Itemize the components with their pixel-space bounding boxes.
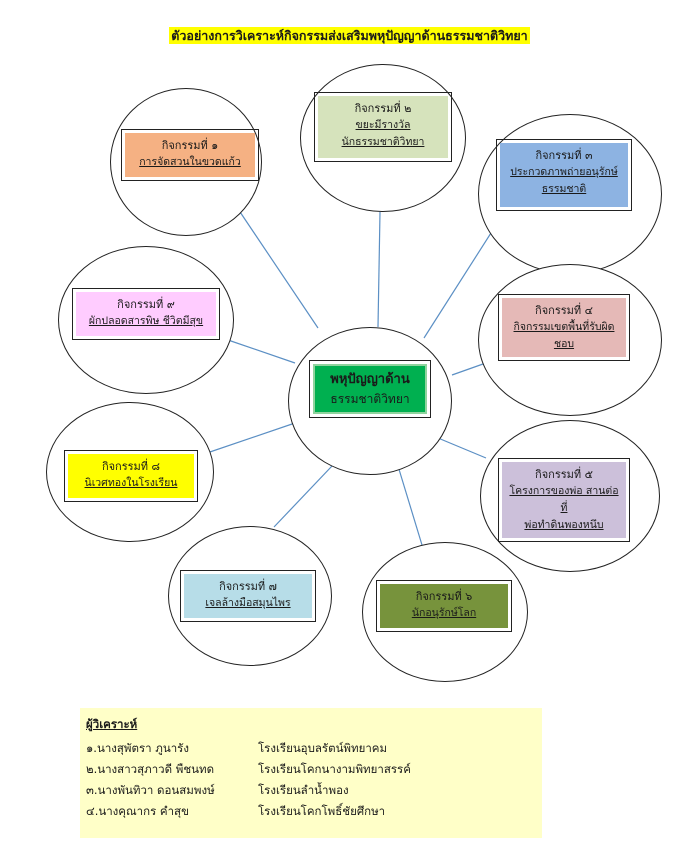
activity-box-5: กิจกรรมที่ ๕โครงการของพ่อ สานต่อที่พ่อทำ… xyxy=(498,458,630,542)
connector-lines xyxy=(203,202,499,546)
connector-line-2 xyxy=(377,211,381,328)
analyst-row: ๒.นางสาวสุภาวดี พืชนทดโรงเรียนโคกนางามพิ… xyxy=(86,762,411,776)
activity-label: กิจกรรมที่ ๔ xyxy=(535,304,593,317)
center-line1: พหุปัญญาด้าน xyxy=(330,372,410,387)
analysts-panel: ผู้วิเคราะห์ ๑.นางสุพัตรา ภูนารังโรงเรีย… xyxy=(80,708,542,838)
analyst-row: ๔.นางคุณากร คำสุขโรงเรียนโคกโพธิ์ชัยศึกษ… xyxy=(86,804,386,818)
diagram-title: ตัวอย่างการวิเคราะห์กิจกรรมส่งเสริมพหุปั… xyxy=(169,27,530,44)
activity-box-8: กิจกรรมที่ ๘นิเวศทองในโรงเรียน xyxy=(64,450,198,502)
activity-box-4: กิจกรรมที่ ๔กิจกรรมเขตพื้นที่รับผิดชอบ xyxy=(498,294,630,361)
connector-line-4 xyxy=(451,363,484,376)
connector-line-5 xyxy=(437,437,487,459)
activity-desc: นิเวศทองในโรงเรียน xyxy=(84,477,178,489)
connector-line-9 xyxy=(227,339,296,364)
activity-desc: เจลล้างมือสมุนไพร xyxy=(205,597,291,609)
activity-desc: นักธรรมชาติวิทยา xyxy=(341,136,425,148)
activity-label: กิจกรรมที่ ๓ xyxy=(535,149,593,162)
activity-box-3: กิจกรรมที่ ๓ประกวดภาพถ่ายอนุรักษ์ธรรมชาต… xyxy=(496,139,632,211)
activity-desc: ผักปลอดสารพิษ ชีวิตมีสุข xyxy=(88,315,204,327)
activity-label: กิจกรรมที่ ๙ xyxy=(117,298,175,311)
activity-label: กิจกรรมที่ ๖ xyxy=(415,590,473,603)
connector-line-6 xyxy=(397,465,423,546)
center-line2: ธรรมชาติวิทยา xyxy=(330,392,410,406)
activity-desc: พ่อทำดินพองหนึบ xyxy=(524,519,604,531)
activity-box-1: กิจกรรมที่ ๑การจัดสวนในขวดแก้ว xyxy=(121,129,259,181)
connector-line-1 xyxy=(233,202,319,329)
activity-desc: ประกวดภาพถ่ายอนุรักษ์ xyxy=(510,166,618,178)
activity-desc: นักอนุรักษ์โลก xyxy=(411,607,477,619)
connector-line-3 xyxy=(423,221,499,339)
analysts-heading: ผู้วิเคราะห์ xyxy=(86,717,138,731)
activity-box-7: กิจกรรมที่ ๗เจลล้างมือสมุนไพร xyxy=(180,570,316,622)
analyst-row: ๓.นางพันทิวา ดอนสมพงษ์โรงเรียนลำน้ำพอง xyxy=(86,783,349,797)
activity-label: กิจกรรมที่ ๗ xyxy=(219,580,277,593)
activity-label: กิจกรรมที่ ๕ xyxy=(535,468,593,481)
analyst-row: ๑.นางสุพัตรา ภูนารังโรงเรียนอุบลรัตน์พิท… xyxy=(86,741,388,755)
activity-label: กิจกรรมที่ ๘ xyxy=(101,460,161,473)
activity-label: กิจกรรมที่ ๑ xyxy=(161,139,219,152)
activity-box-2: กิจกรรมที่ ๒ขยะมีรางวัลนักธรรมชาติวิทยา xyxy=(314,92,452,162)
activity-label: กิจกรรมที่ ๒ xyxy=(354,102,412,115)
activity-desc: โครงการของพ่อ สานต่อที่ xyxy=(509,485,619,514)
activity-desc: กิจกรรมเขตพื้นที่รับผิดชอบ xyxy=(513,321,615,350)
activity-box-6: กิจกรรมที่ ๖นักอนุรักษ์โลก xyxy=(376,580,512,632)
connector-line-8 xyxy=(203,422,296,455)
center-box: พหุปัญญาด้าน ธรรมชาติวิทยา xyxy=(309,360,431,418)
connector-line-7 xyxy=(273,465,333,528)
activity-desc: ธรรมชาติ xyxy=(541,183,587,195)
activity-desc: การจัดสวนในขวดแก้ว xyxy=(139,156,241,168)
activity-box-9: กิจกรรมที่ ๙ผักปลอดสารพิษ ชีวิตมีสุข xyxy=(72,288,220,340)
activity-desc: ขยะมีรางวัล xyxy=(355,119,411,131)
